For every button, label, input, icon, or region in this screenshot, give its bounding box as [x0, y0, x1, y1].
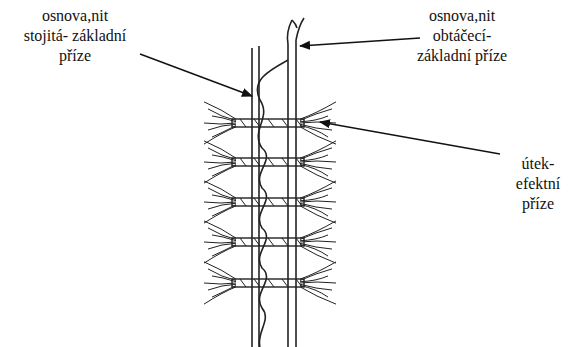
core-threads: [252, 18, 304, 347]
part-label: osnova,nit stojitá- základní příze: [20, 6, 130, 66]
part-label: osnova,nit obtáčecí- základní příze: [407, 6, 517, 66]
part-label: útek- efektní příze: [502, 154, 574, 214]
effect-fibers: [204, 102, 336, 304]
